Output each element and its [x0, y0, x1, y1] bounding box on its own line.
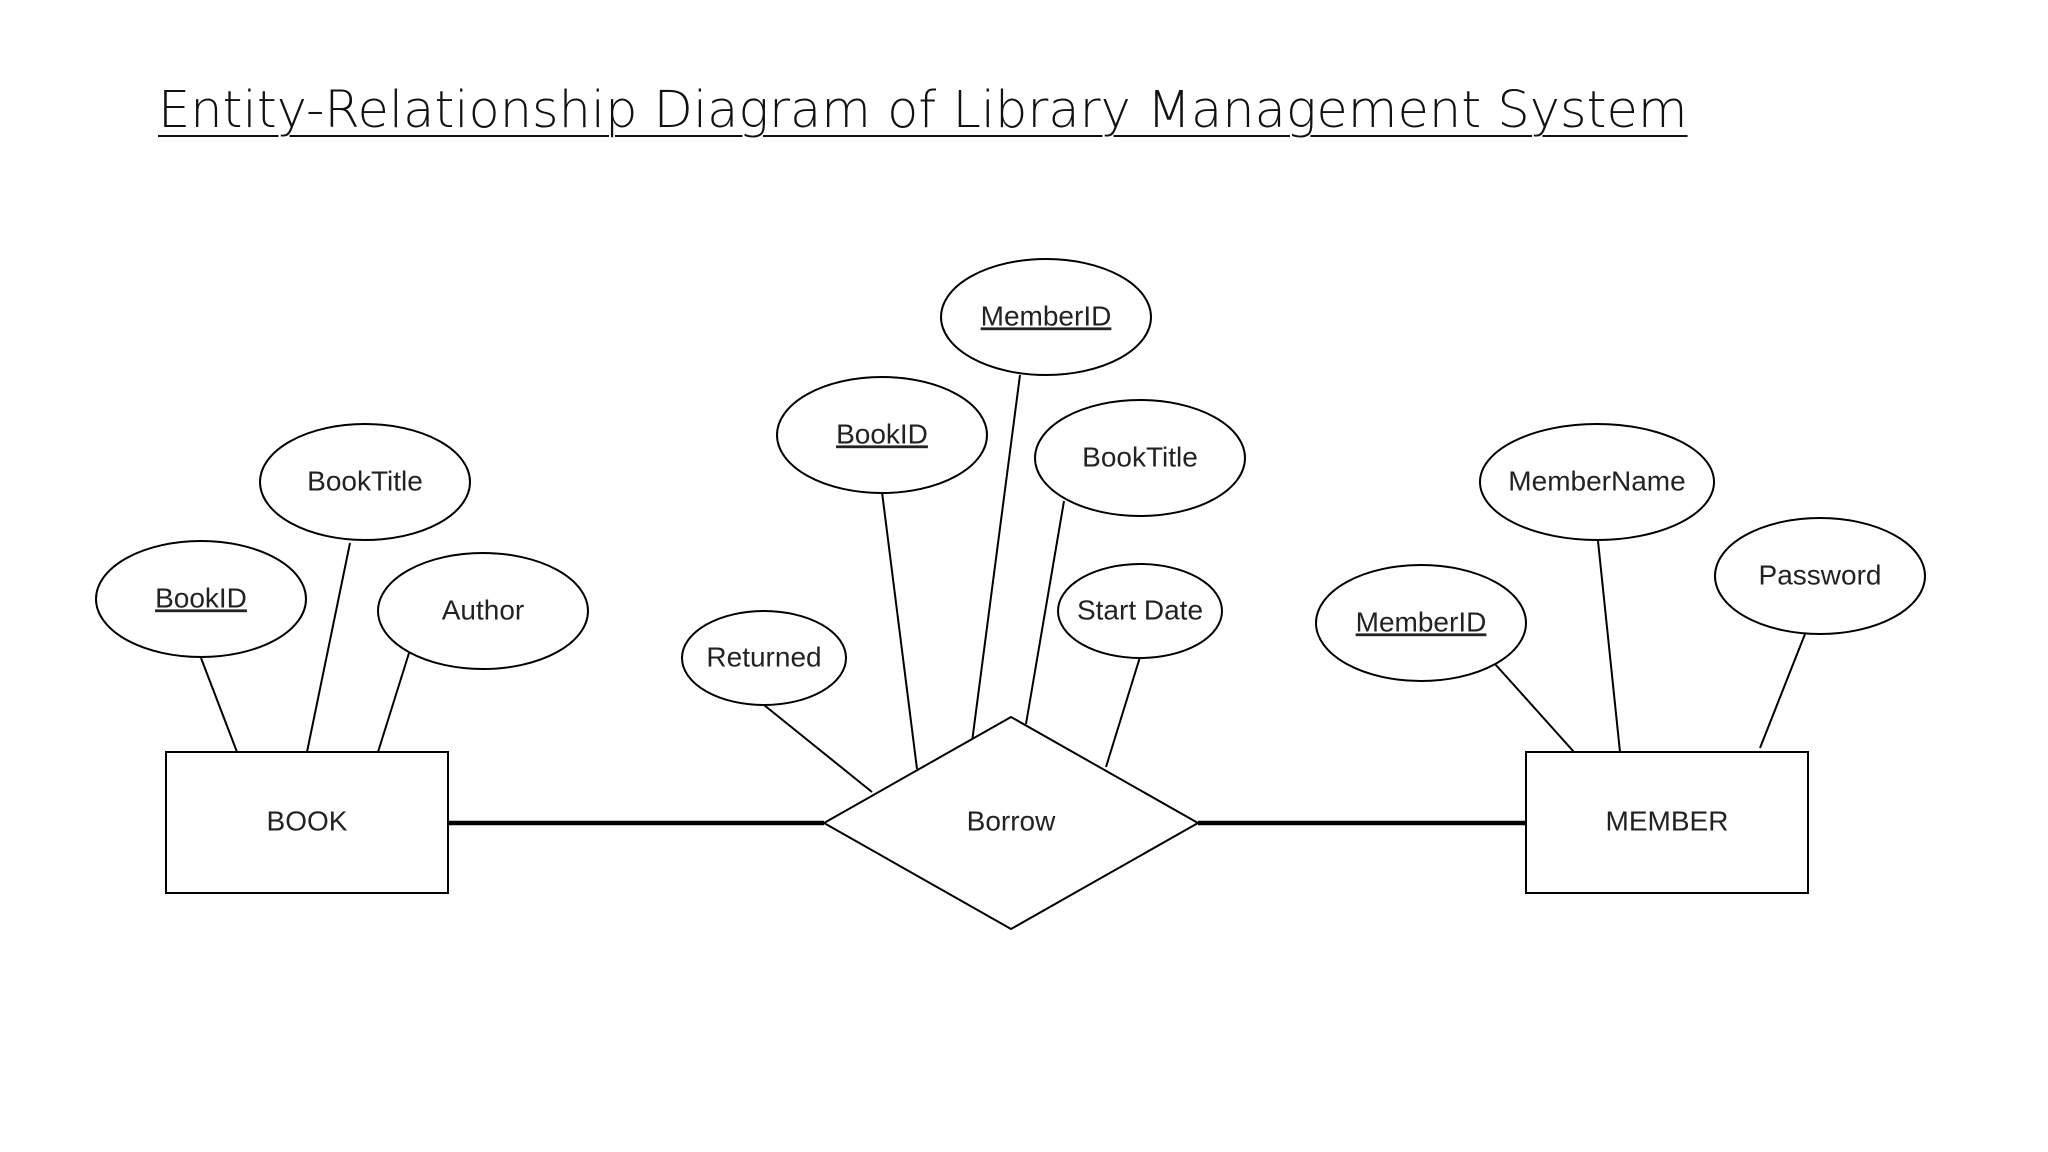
attribute-member-password-label: Password: [1759, 559, 1882, 590]
attribute-borrow-returned-label: Returned: [706, 641, 821, 672]
attribute-borrow-bookid: BookID: [776, 376, 988, 494]
relationship-borrow-label: Borrow: [967, 805, 1056, 836]
attribute-book-author: Author: [377, 552, 589, 670]
connector-member-memberid: [1494, 663, 1575, 753]
page-title: Entity-Relationship Diagram of Library M…: [158, 81, 1688, 140]
attribute-borrow-booktitle: BookTitle: [1034, 399, 1246, 517]
connector-book-booktitle: [306, 542, 351, 753]
attribute-book-booktitle: BookTitle: [259, 423, 471, 541]
attribute-member-membername-label: MemberName: [1508, 465, 1685, 496]
entity-member: MEMBER: [1525, 751, 1809, 894]
connector-borrow-startdate: [1105, 656, 1141, 768]
connector-borrow-memberid: [971, 374, 1021, 743]
attribute-member-password: Password: [1714, 517, 1926, 635]
connector-member-membername: [1597, 540, 1621, 753]
attribute-member-memberid: MemberID: [1315, 564, 1527, 682]
entity-member-label: MEMBER: [1606, 805, 1729, 836]
attribute-member-memberid-label: MemberID: [1356, 606, 1487, 637]
attribute-book-bookid-label: BookID: [155, 582, 247, 613]
attribute-borrow-booktitle-label: BookTitle: [1082, 441, 1198, 472]
connector-borrow-booktitle: [1025, 500, 1065, 725]
attribute-book-bookid: BookID: [95, 540, 307, 658]
attribute-borrow-memberid: MemberID: [940, 258, 1152, 376]
connector-member-password: [1759, 633, 1806, 749]
attribute-member-membername: MemberName: [1479, 423, 1715, 541]
entity-book: BOOK: [165, 751, 449, 894]
relationship-borrow: Borrow: [821, 715, 1201, 931]
connector-borrow-returned: [763, 704, 873, 793]
entity-book-label: BOOK: [267, 805, 348, 836]
connector-book-bookid: [200, 657, 238, 753]
attribute-borrow-returned: Returned: [681, 610, 847, 706]
attribute-borrow-startdate: Start Date: [1057, 563, 1223, 659]
attribute-book-author-label: Author: [442, 594, 525, 625]
connector-book-author: [377, 652, 410, 753]
attribute-borrow-startdate-label: Start Date: [1077, 594, 1203, 625]
attribute-borrow-bookid-label: BookID: [836, 418, 928, 449]
attribute-book-booktitle-label: BookTitle: [307, 465, 423, 496]
connector-borrow-bookid: [881, 491, 918, 770]
attribute-borrow-memberid-label: MemberID: [981, 300, 1112, 331]
